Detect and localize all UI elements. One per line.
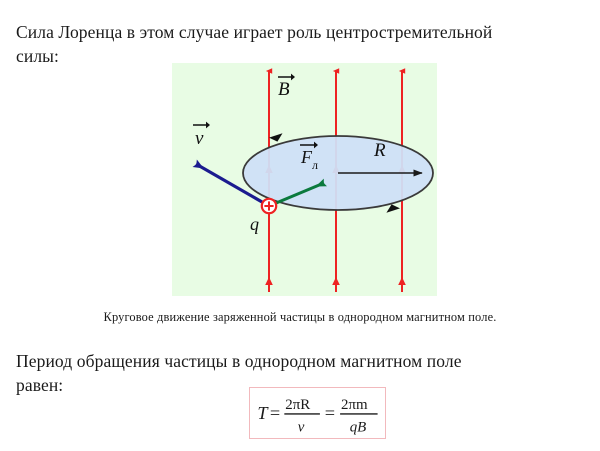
period-paragraph: Период обращения частицы в однородном ма… xyxy=(16,349,584,397)
period-line-2: равен: xyxy=(16,375,64,396)
formula-equals-2: = xyxy=(325,403,335,423)
intro-paragraph: Сила Лоренца в этом случае играет роль ц… xyxy=(16,20,584,68)
intro-line-1: Сила Лоренца в этом случае играет роль ц… xyxy=(16,22,493,42)
charge-label: q xyxy=(250,214,259,234)
radius-label: R xyxy=(373,140,386,161)
formula-equals-1: = xyxy=(270,403,280,423)
magnetic-field-label: B xyxy=(278,73,295,100)
intro-line-2: силы: xyxy=(16,46,59,67)
orbit-direction-arrow-bottom xyxy=(386,204,400,213)
period-formula-box: T = 2πR v = 2πm qB xyxy=(249,387,386,439)
lorentz-force-label: F xyxy=(300,147,313,167)
figure-caption: Круговое движение заряженной частицы в о… xyxy=(103,310,497,324)
period-line-1: Период обращения частицы в однородном ма… xyxy=(16,351,462,371)
magnetic-field-label-text: B xyxy=(278,79,290,100)
velocity-label: v xyxy=(195,128,204,149)
formula-fraction-2-numerator: 2πm xyxy=(341,397,368,413)
charge-marker: q xyxy=(250,197,278,234)
formula-fraction-1-denominator: v xyxy=(298,419,305,435)
velocity-vector: v xyxy=(192,121,270,208)
physics-diagram: B R F л xyxy=(172,63,437,296)
lorentz-force-subscript: л xyxy=(312,158,318,172)
orbit-direction-arrow-top xyxy=(269,133,283,142)
radius-indicator: R xyxy=(338,140,423,177)
formula-fraction-2-denominator: qB xyxy=(350,419,367,435)
formula-fraction-1-numerator: 2πR xyxy=(285,397,310,413)
formula-lhs: T xyxy=(257,403,269,423)
lorentz-force-vector: F л xyxy=(268,141,327,208)
